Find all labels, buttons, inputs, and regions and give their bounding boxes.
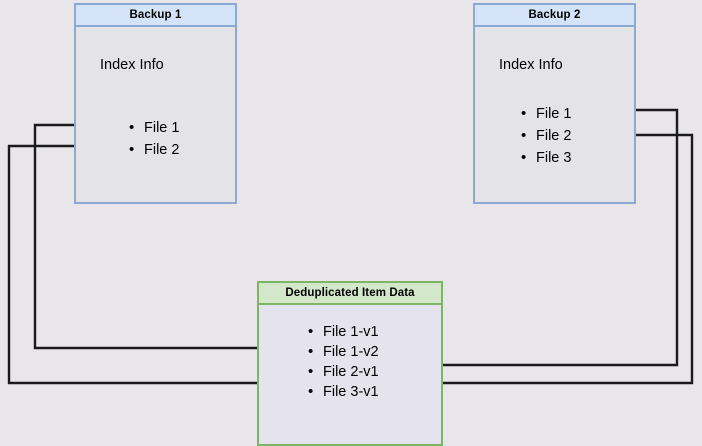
list-item: File 2	[129, 141, 180, 158]
dedup-item-file-1-v1-label: File 1-v1	[323, 324, 379, 340]
backup-2-header: Backup 2	[475, 5, 634, 27]
dedup-item-file-1-v2-label: File 1-v2	[323, 344, 379, 360]
backup-1-file-list: File 1 File 2	[129, 119, 180, 158]
backup-2-index-info-label: Index Info	[499, 57, 563, 73]
backup-1-header: Backup 1	[76, 5, 235, 27]
list-item: File 2	[521, 127, 572, 144]
backup-1-index-info-label: Index Info	[100, 57, 164, 73]
backup-1-file-2-label: File 2	[144, 142, 180, 158]
backup-2-file-1-label: File 1	[536, 106, 572, 122]
backup-2-file-2-label: File 2	[536, 128, 572, 144]
list-item: File 2-v1	[308, 363, 379, 380]
backup-2-body: Index Info File 1 File 2 File 3	[475, 27, 634, 202]
list-item: File 3	[521, 149, 572, 166]
backup-1-box[interactable]: Backup 1 Index Info File 1 File 2	[74, 3, 237, 204]
dedup-item-list: File 1-v1 File 1-v2 File 2-v1 File 3-v1	[308, 323, 379, 400]
backup-2-box[interactable]: Backup 2 Index Info File 1 File 2 File 3	[473, 3, 636, 204]
backup-1-body: Index Info File 1 File 2	[76, 27, 235, 202]
list-item: File 1-v1	[308, 323, 379, 340]
list-item: File 3-v1	[308, 383, 379, 400]
list-item: File 1	[129, 119, 180, 136]
dedup-item-file-3-v1-label: File 3-v1	[323, 384, 379, 400]
backup-1-file-1-label: File 1	[144, 120, 180, 136]
dedup-item-file-2-v1-label: File 2-v1	[323, 364, 379, 380]
deduplicated-item-data-body: File 1-v1 File 1-v2 File 2-v1 File 3-v1	[259, 305, 441, 444]
deduplicated-item-data-header: Deduplicated Item Data	[259, 283, 441, 305]
list-item: File 1-v2	[308, 343, 379, 360]
deduplicated-item-data-box[interactable]: Deduplicated Item Data File 1-v1 File 1-…	[257, 281, 443, 446]
list-item: File 1	[521, 105, 572, 122]
backup-2-file-3-label: File 3	[536, 150, 572, 166]
backup-2-file-list: File 1 File 2 File 3	[521, 105, 572, 166]
